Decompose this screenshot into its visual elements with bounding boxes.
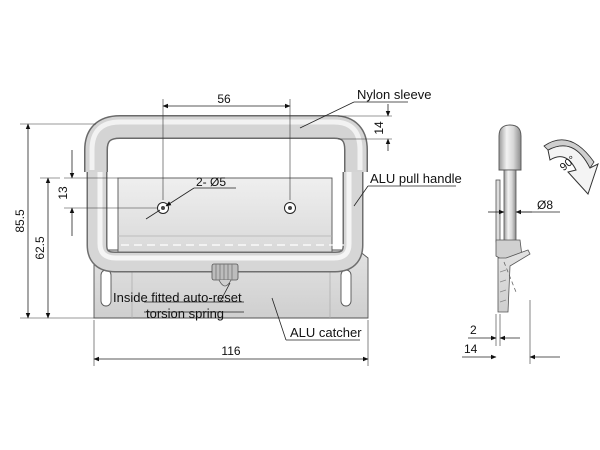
front-dimensions: 56 14 2- Ø5 13 62.5 85.5 116 [13, 92, 392, 366]
dim-side-depth: 14 [464, 342, 478, 356]
rotation-arrow-icon: 90° [543, 139, 599, 195]
catcher-slot-right [340, 269, 352, 307]
dim-overall-width: 116 [221, 344, 240, 358]
dim-overall-height: 85.5 [13, 209, 27, 233]
dim-hole-height: 13 [56, 186, 70, 200]
side-view [495, 124, 531, 313]
side-catcher-hatch [499, 269, 507, 303]
label-inside-spring-2: torsion spring [146, 306, 224, 321]
side-dimensions: Ø8 2 14 [462, 198, 560, 364]
label-alu-catcher: ALU catcher [290, 325, 362, 340]
dim-hole-callout: 2- Ø5 [196, 175, 226, 189]
nylon-sleeve-fill [85, 116, 367, 172]
torsion-spring [211, 263, 239, 287]
front-labels: Nylon sleeve ALU pull handle Inside fitt… [113, 87, 462, 341]
nylon-sleeve-highlight [89, 119, 363, 170]
side-spring-hidden-line [503, 261, 517, 293]
handle-tube [88, 172, 362, 271]
side-nylon-sleeve [498, 124, 522, 171]
dim-sleeve-thickness: 14 [372, 121, 386, 135]
mounting-hole-left [157, 202, 169, 214]
catcher-slot-left [100, 269, 112, 307]
label-alu-pull-handle: ALU pull handle [370, 171, 462, 186]
label-nylon-sleeve: Nylon sleeve [357, 87, 431, 102]
front-view [84, 115, 369, 319]
dim-hole-spacing: 56 [217, 92, 231, 106]
side-handle-rod [503, 169, 517, 243]
mounting-plate [117, 177, 333, 263]
side-mounting-plate [495, 179, 501, 243]
label-inside-spring-1: Inside fitted auto-reset [113, 290, 242, 305]
dim-plate-thickness: 2 [470, 323, 477, 337]
dim-pivot-height: 62.5 [33, 236, 47, 260]
dim-rod-diameter: Ø8 [537, 198, 553, 212]
mounting-hole-right [284, 202, 296, 214]
handle-tube-highlight [97, 172, 352, 261]
side-catcher [497, 249, 531, 313]
